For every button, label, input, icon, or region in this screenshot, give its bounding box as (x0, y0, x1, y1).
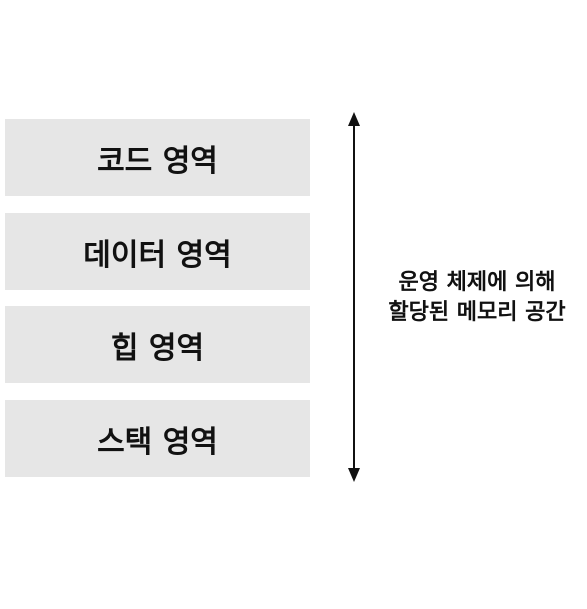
annotation-line-2: 할당된 메모리 공간 (388, 300, 566, 325)
segment-label-code: 코드 영역 (97, 143, 218, 179)
memory-segment-stack: 스택 영역 (5, 400, 310, 477)
arrow-head-down (348, 468, 360, 482)
memory-segment-code: 코드 영역 (5, 119, 310, 196)
memory-space-annotation: 운영 체제에 의해 할당된 메모리 공간 (370, 268, 584, 328)
memory-segment-heap: 힙 영역 (5, 306, 310, 383)
annotation-line-1: 운영 체제에 의해 (398, 270, 556, 295)
double-headed-vertical-arrow-icon (348, 112, 360, 482)
memory-segment-data: 데이터 영역 (5, 213, 310, 290)
arrow-head-up (348, 112, 360, 126)
segment-label-heap: 힙 영역 (110, 330, 205, 366)
segment-label-data: 데이터 영역 (83, 237, 232, 273)
segment-label-stack: 스택 영역 (97, 424, 218, 460)
